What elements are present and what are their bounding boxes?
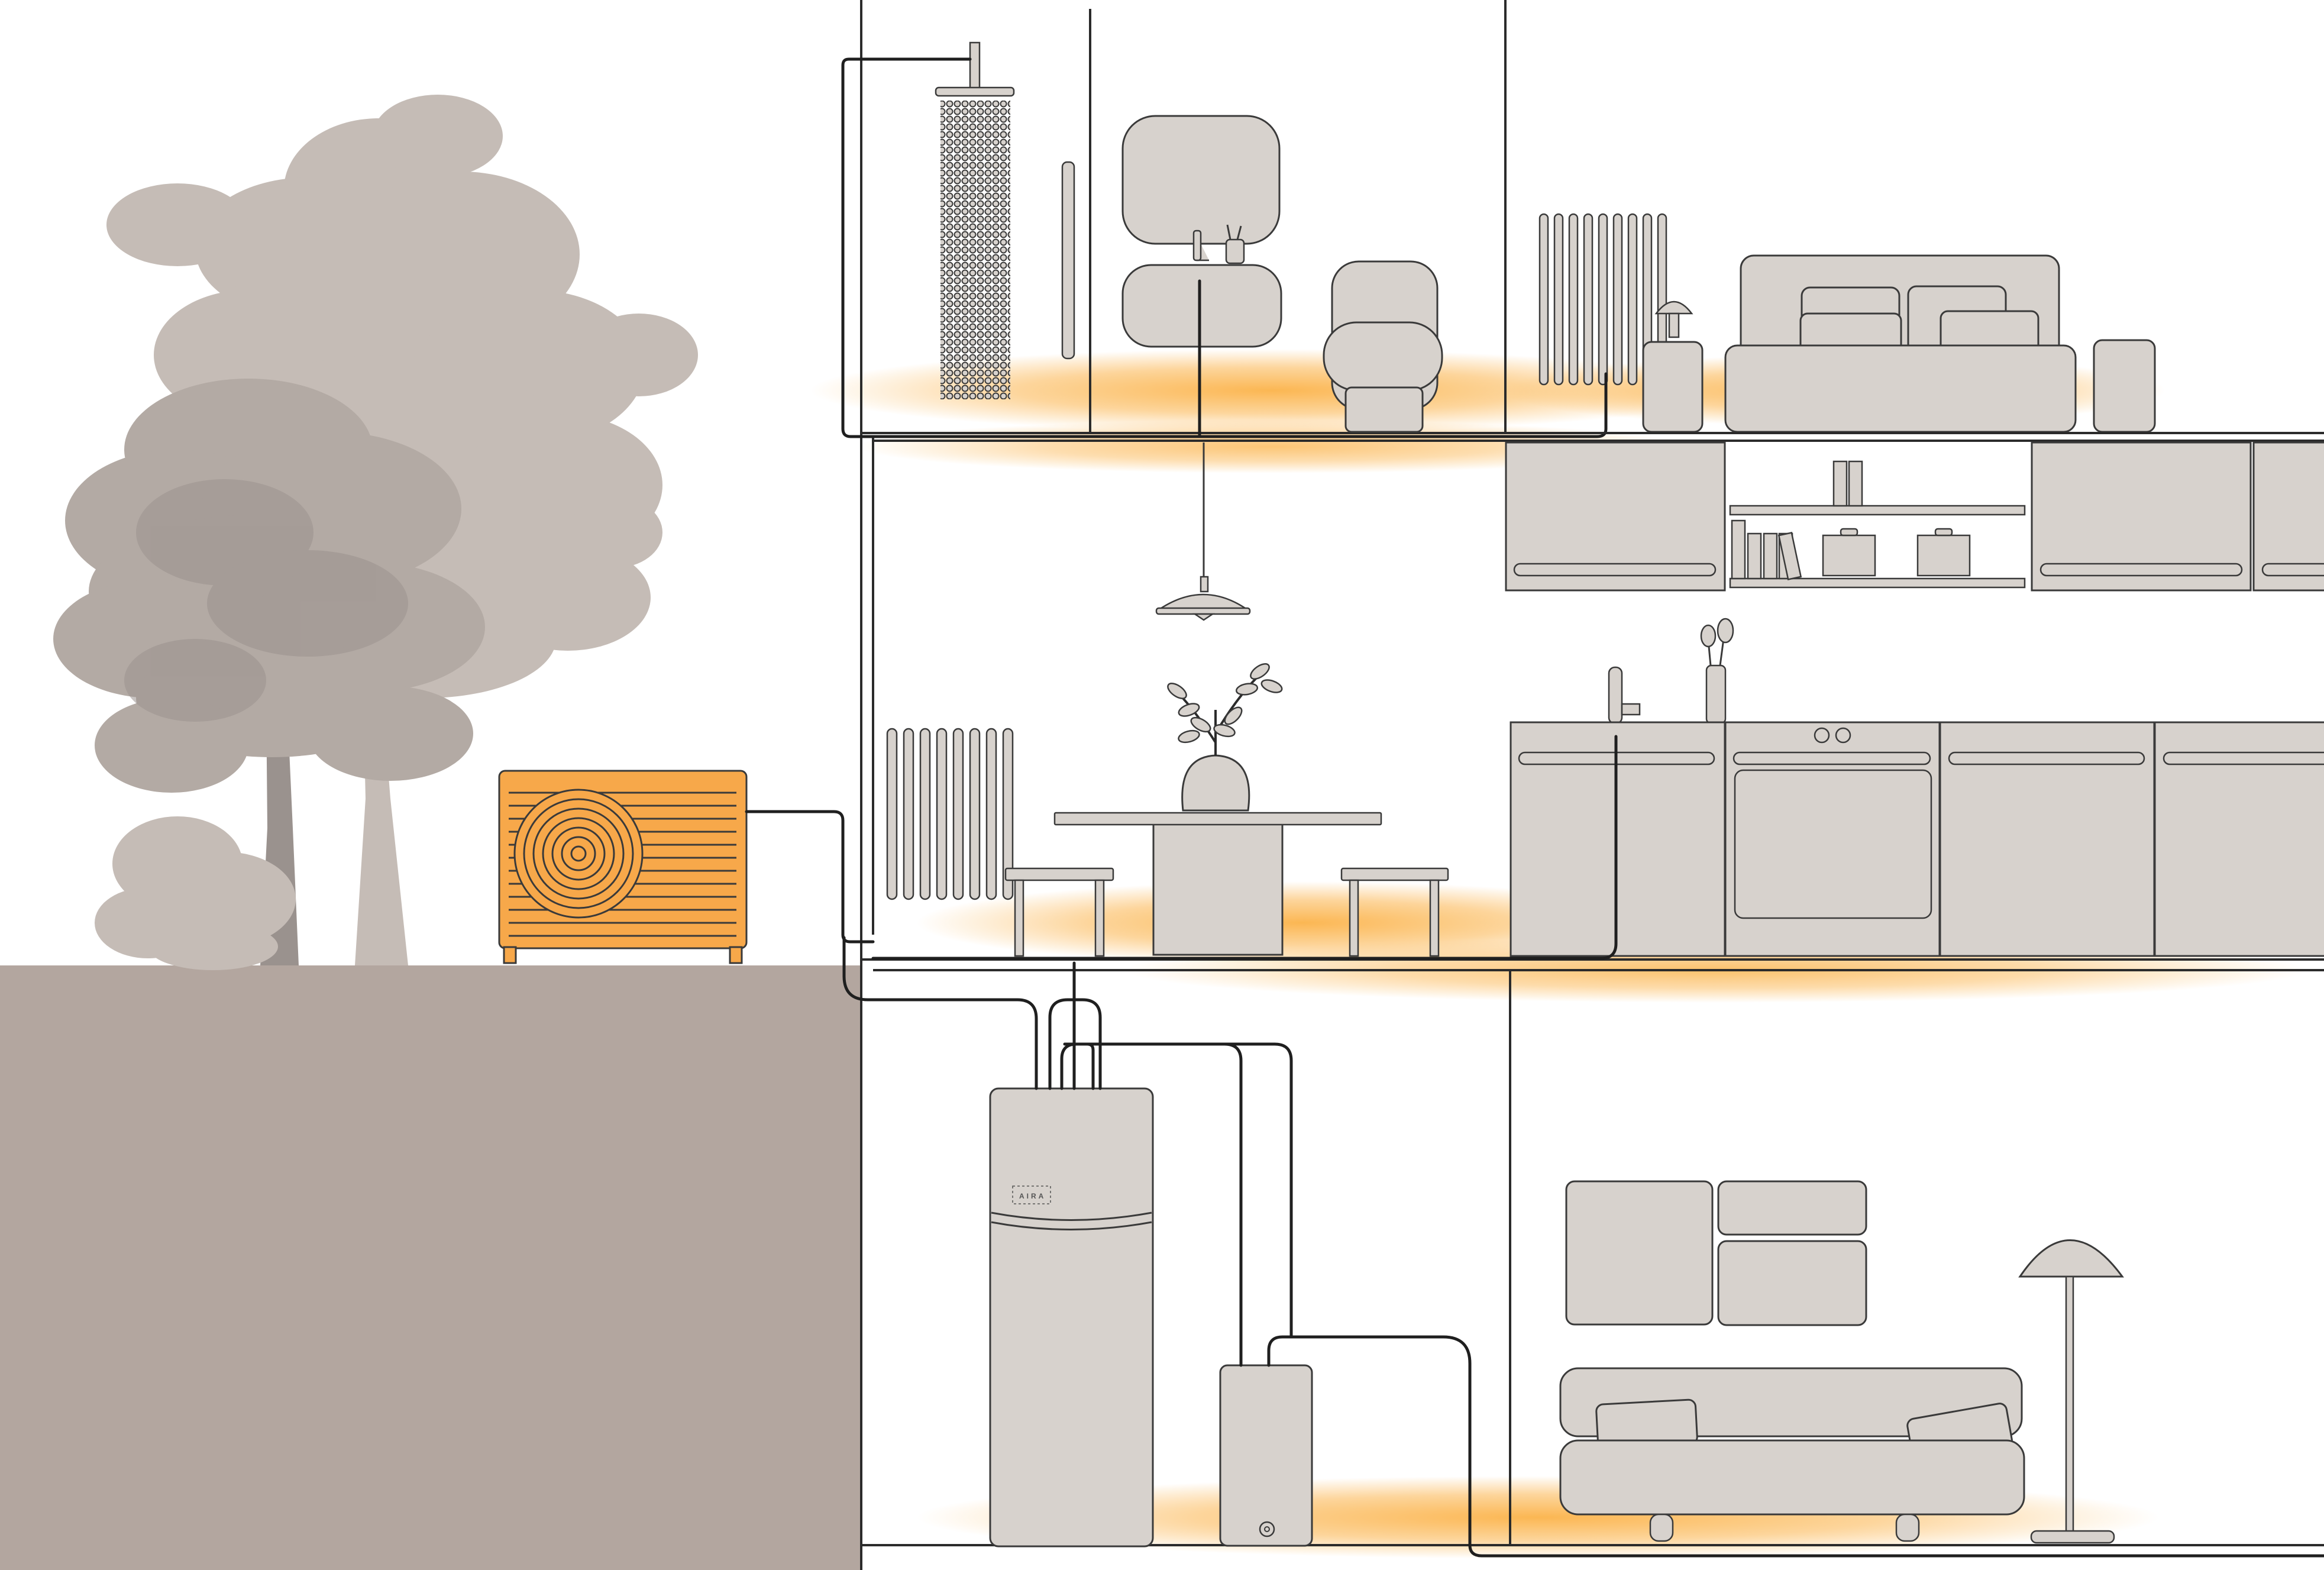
heat-pump-icon xyxy=(498,770,748,964)
plant-icon xyxy=(1167,663,1283,812)
sofa-icon xyxy=(1559,1367,2025,1542)
base-cabinets xyxy=(1510,721,2324,957)
bedside-lamp xyxy=(1654,301,1693,315)
dining-table xyxy=(1053,812,1382,956)
radiator-icon xyxy=(886,728,1014,900)
fan-icon xyxy=(513,789,644,919)
shower-icon xyxy=(935,41,1015,399)
bathroom xyxy=(935,41,1443,433)
wall-art xyxy=(1565,1180,1867,1326)
open-shelf xyxy=(1729,460,2026,589)
dining-chair-left xyxy=(1004,867,1114,957)
toothbrush-cup xyxy=(1225,238,1245,264)
dining xyxy=(886,442,1449,957)
oven xyxy=(1734,769,1932,919)
mirror xyxy=(1121,115,1281,245)
tree-icon xyxy=(53,95,698,970)
shower-door-handle xyxy=(1061,161,1075,360)
dining-chair-right xyxy=(1340,867,1449,957)
bedroom xyxy=(1538,213,2156,433)
utensil-jar xyxy=(1700,618,1734,725)
hot-water-cylinder: AIRA xyxy=(989,1087,1154,1548)
bedside-table-right xyxy=(2093,339,2156,433)
utility: AIRA xyxy=(989,1087,1313,1548)
pipework xyxy=(745,57,2324,1558)
sink xyxy=(1121,264,1282,348)
radiator-icon xyxy=(1538,213,1667,386)
floor-lamp xyxy=(2018,1239,2124,1544)
bedside-table xyxy=(1642,341,1704,433)
ground xyxy=(0,965,861,1570)
upper-cabinets xyxy=(1505,441,2324,592)
lamp-icon xyxy=(1155,442,1251,621)
indoor-control-unit xyxy=(1219,1364,1313,1547)
toilet xyxy=(1323,260,1443,433)
kitchen xyxy=(1505,441,2324,957)
kitchen-tap xyxy=(1608,666,1641,725)
bed xyxy=(1724,254,2077,433)
brand-label: AIRA xyxy=(1019,1192,1046,1200)
living-room xyxy=(1559,1180,2124,1544)
